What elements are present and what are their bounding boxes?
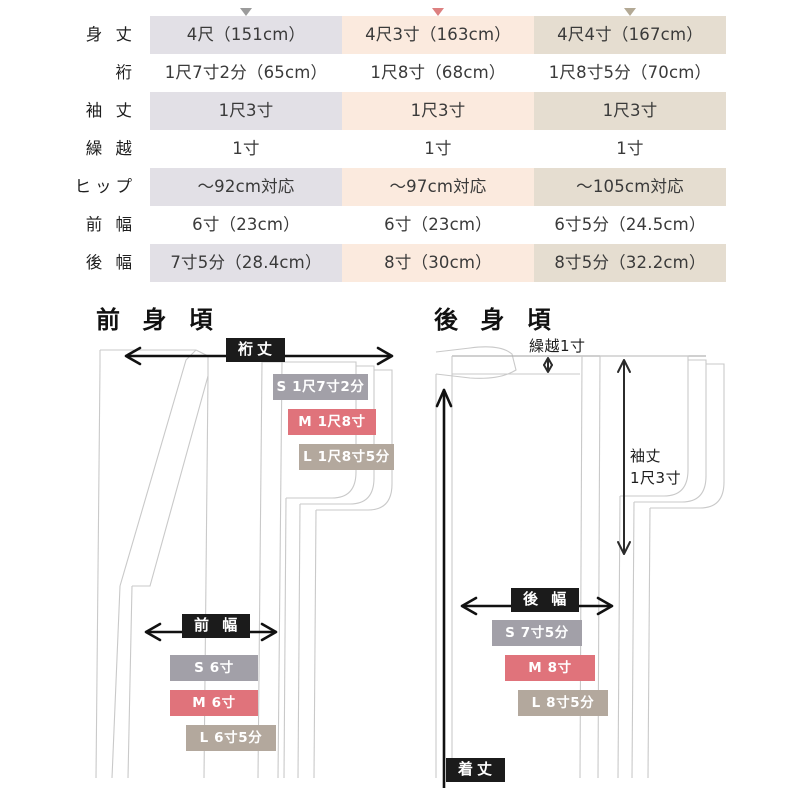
size-badge-m: M 1尺8寸 [288,409,376,435]
triangle-icon [432,8,444,16]
cell-m: 4尺3寸（163cm） [342,16,534,54]
cell-value: 1寸 [616,139,644,158]
row-label: ヒップ [74,176,136,196]
cell-s: 1寸 [150,130,342,168]
size-badge-s: S 7寸5分 [492,620,582,646]
cell-s: 1尺3寸 [150,92,342,130]
back-sodetake-arrow [617,359,631,555]
cell-l: 4尺4寸（167cm） [534,16,726,54]
row-label: 後 幅 [85,252,136,272]
back-width-label: 後 幅 [511,588,580,613]
sodetake-label-line2: 1尺3寸 [630,469,682,487]
size-table: 身 丈 4尺（151cm）4尺3寸（163cm）4尺4寸（167cm） 裄 1尺7寸2… [0,0,788,286]
cell-l: 1尺8寸5分（70cm） [534,54,726,92]
cell-value: 1寸 [232,139,260,158]
cell-m: 1尺8寸（68cm） [342,54,534,92]
diagram-linework [95,346,725,788]
kurikoshi-label: 繰越1寸 [529,337,586,355]
cell-value: 4尺3寸（163cm） [342,16,534,54]
cell-l: 〜105cm対応 [534,168,726,206]
cell-value: 8寸（30cm） [342,244,534,282]
cell-value: 4尺（151cm） [150,16,342,54]
table-row: 身 丈 4尺（151cm）4尺3寸（163cm）4尺4寸（167cm） [62,16,726,54]
size-badge-s: S 1尺7寸2分 [273,374,368,400]
cell-l: 6寸5分（24.5cm） [534,206,726,244]
front-body-title: 前 身 頃 [96,306,220,334]
cell-value: 1尺8寸（68cm） [370,63,506,82]
garment-diagrams: 前 身 頃 後 身 頃 [0,286,788,788]
cell-value: 1尺8寸5分（70cm） [548,63,712,82]
cell-s: 4尺（151cm） [150,16,342,54]
triangle-icon [240,8,252,16]
cell-value: 〜92cm対応 [150,168,342,206]
cell-m: 1寸 [342,130,534,168]
marker-spacer [62,8,150,16]
cell-m: 6寸（23cm） [342,206,534,244]
back-kurikoshi-arrow [543,357,553,373]
cell-value: 1尺3寸 [342,92,534,130]
column-marker-row [62,8,726,16]
triangle-icon [624,8,636,16]
table-row: 裄 1尺7寸2分（65cm） 1尺8寸（68cm） 1尺8寸5分（70cm） [62,54,726,92]
size-badge-l: L 8寸5分 [518,690,608,716]
table-row: 前 幅 6寸（23cm） 6寸（23cm） 6寸5分（24.5cm） [62,206,726,244]
size-badge-l: L 1尺8寸5分 [299,444,394,470]
row-label: 繰 越 [85,138,136,158]
cell-s: 7寸5分（28.4cm） [150,244,342,282]
table-row: 繰 越 1寸 1寸 1寸 [62,130,726,168]
table-row: 後 幅 7寸5分（28.4cm）8寸（30cm）8寸5分（32.2cm） [62,244,726,282]
row-label: 前 幅 [85,214,136,234]
cell-value: 〜105cm対応 [534,168,726,206]
table-row: ヒップ〜92cm対応〜97cm対応〜105cm対応 [62,168,726,206]
cell-m: 〜97cm対応 [342,168,534,206]
cell-s: 〜92cm対応 [150,168,342,206]
back-kitake-arrow [435,388,453,788]
cell-l: 1寸 [534,130,726,168]
cell-l: 8寸5分（32.2cm） [534,244,726,282]
size-badge-m: M 6寸 [170,690,258,716]
sodetake-label-line1: 袖丈 [630,447,662,465]
cell-m: 8寸（30cm） [342,244,534,282]
cell-s: 6寸（23cm） [150,206,342,244]
cell-value: 1尺3寸 [150,92,342,130]
row-label: 袖 丈 [85,100,136,120]
back-body-title: 後 身 頃 [434,306,558,334]
yuki-length-label: 裄丈 [226,338,286,363]
row-label: 裄 [115,62,136,82]
column-marker-s [150,8,342,16]
column-marker-l [534,8,726,16]
size-badge-m: M 8寸 [505,655,595,681]
cell-s: 1尺7寸2分（65cm） [150,54,342,92]
cell-value: 6寸5分（24.5cm） [554,215,706,234]
cell-m: 1尺3寸 [342,92,534,130]
cell-value: 7寸5分（28.4cm） [150,244,342,282]
cell-value: 6寸（23cm） [192,215,300,234]
column-marker-m [342,8,534,16]
cell-value: 6寸（23cm） [384,215,492,234]
size-table-grid: 身 丈 4尺（151cm）4尺3寸（163cm）4尺4寸（167cm） 裄 1尺7寸2… [62,8,726,282]
front-garment-outline [95,349,393,779]
cell-value: 1尺3寸 [534,92,726,130]
row-label: 身 丈 [85,24,136,44]
cell-l: 1尺3寸 [534,92,726,130]
size-badge-s: S 6寸 [170,655,258,681]
cell-value: 8寸5分（32.2cm） [534,244,726,282]
cell-value: 4尺4寸（167cm） [534,16,726,54]
cell-value: 〜97cm対応 [342,168,534,206]
kitake-length-label: 着丈 [446,758,506,783]
front-width-label: 前 幅 [182,614,251,639]
size-badge-l: L 6寸5分 [186,725,276,751]
cell-value: 1寸 [424,139,452,158]
cell-value: 1尺7寸2分（65cm） [164,63,328,82]
